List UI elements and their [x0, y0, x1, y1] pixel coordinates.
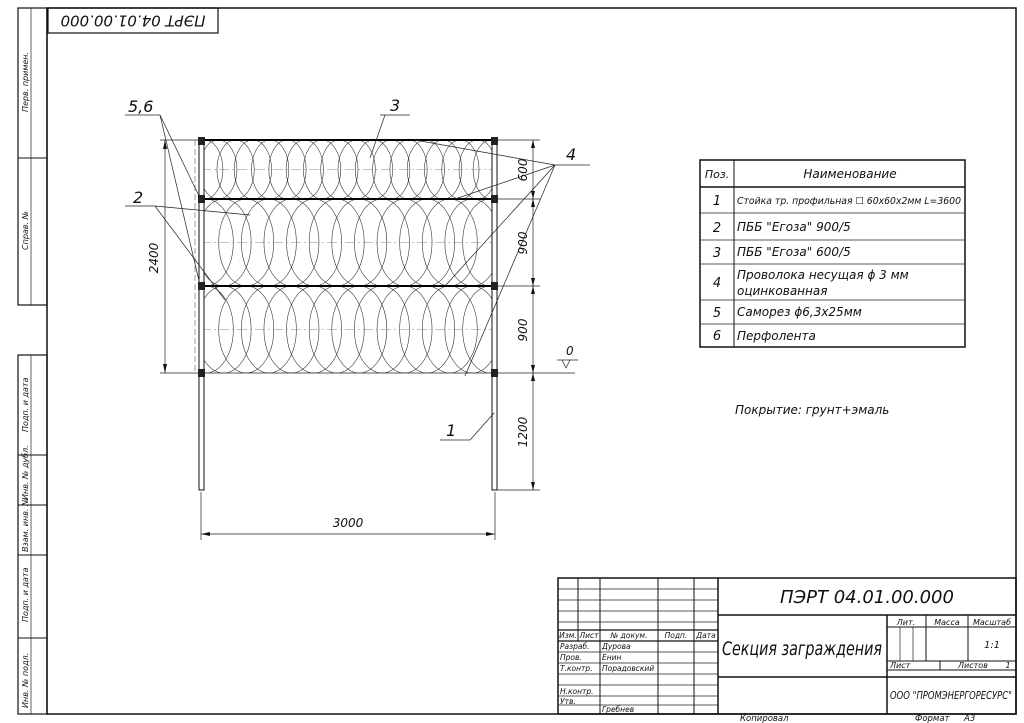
callout-2: 2 [133, 188, 143, 207]
lit-label: Лит. [896, 618, 915, 627]
inverted-code: ПЭРТ 04.01.00.000 [61, 12, 206, 30]
col-header: Дата [695, 631, 716, 640]
table-header-name: Наименование [803, 167, 896, 181]
dim-bottom-band: 900 [516, 318, 530, 341]
role: Разраб. [560, 642, 589, 651]
row-name: Проволока несущая ϕ 3 мм [737, 268, 909, 282]
col-header: Лист [578, 631, 599, 640]
sheets-value: 1 [1005, 661, 1010, 670]
coating-note: Покрытие: грунт+эмаль [735, 403, 889, 417]
format-value: А3 [963, 714, 975, 723]
callout-1: 1 [446, 421, 456, 440]
person: Гребнев [602, 705, 634, 714]
dim-total-height: 2400 [147, 242, 161, 273]
dim-ground: 1200 [516, 416, 530, 447]
side-strip: Перв. примен. Справ. № Подп. и дата Инв.… [17, 7, 48, 715]
row-name: Перфолента [737, 329, 816, 343]
fence-section [194, 137, 498, 491]
role: Н.контр. [560, 687, 594, 696]
col-header: № докум. [610, 631, 648, 640]
dim-width: 3000 [333, 516, 364, 530]
person: Енин [602, 653, 622, 662]
copied-label: Копировал [740, 714, 789, 723]
row-name: ПББ "Егоза" 900/5 [737, 220, 851, 234]
document-title: Секция заграждения [722, 638, 882, 660]
row-name-cont: оцинкованная [737, 284, 827, 298]
dimensions: 2400 600 900 900 1200 0 3000 [147, 139, 578, 540]
row-pos: 1 [713, 194, 721, 209]
dim-top-band: 600 [516, 158, 530, 181]
strip-label: Перв. примен. [21, 52, 30, 112]
col-header: Подп. [665, 631, 688, 640]
ground-level-mark: 0 [566, 344, 574, 358]
sheets-label: Листов [957, 661, 988, 670]
document-code: ПЭРТ 04.01.00.000 [780, 587, 954, 608]
scale-value: 1:1 [984, 640, 1000, 651]
mass-label: Масса [934, 618, 960, 627]
strip-label: Инв. № дубл. [21, 445, 30, 500]
inverted-code-box [47, 7, 219, 34]
strip-label: Подп. и дата [21, 377, 30, 432]
post-clamps [198, 137, 498, 377]
role: Пров. [560, 653, 582, 662]
row-name: Саморез ϕ6,3х25мм [737, 305, 862, 319]
callout-5-6: 5,6 [128, 97, 153, 116]
person: Порадовский [602, 664, 654, 673]
drawing-frame [46, 7, 1017, 715]
format-label: Формат [915, 714, 951, 723]
callout-3: 3 [390, 96, 400, 115]
callout-4: 4 [566, 145, 576, 164]
table-header-pos: Поз. [705, 168, 729, 181]
row-pos: 3 [713, 246, 721, 261]
title-block: Изм. Лист № докум. Подп. Дата Разраб. Ду… [557, 577, 1017, 715]
scale-label: Масштаб [973, 618, 1011, 627]
strip-label: Взам. инв. № [21, 498, 30, 552]
post-left [198, 137, 205, 491]
parts-table: Поз. Наименование 1 Стойка тр. профильна… [699, 159, 966, 348]
col-header: Изм. [559, 631, 577, 640]
strip-label: Подп. и дата [21, 567, 30, 622]
sheet-label: Лист [889, 661, 911, 670]
strip-label: Инв. № подл. [21, 653, 30, 708]
row-pos: 4 [713, 276, 721, 291]
role: Утв. [560, 697, 576, 706]
company-name: ООО "ПРОМЭНЕРГОРЕСУРС" [890, 689, 1012, 702]
post-right [491, 137, 498, 491]
row-pos: 2 [713, 221, 721, 236]
row-name: Стойка тр. профильная ☐ 60х60х2мм L=3600 [737, 196, 961, 207]
row-name: ПББ "Егоза" 600/5 [737, 245, 851, 259]
razor-wire-coils [201, 140, 495, 373]
row-pos: 5 [713, 306, 721, 321]
callouts: 5,6 2 3 4 1 [125, 96, 590, 441]
person: Дурова [601, 642, 631, 651]
row-pos: 6 [713, 329, 721, 344]
role: Т.контр. [560, 664, 593, 673]
strip-label: Справ. № [21, 211, 30, 250]
